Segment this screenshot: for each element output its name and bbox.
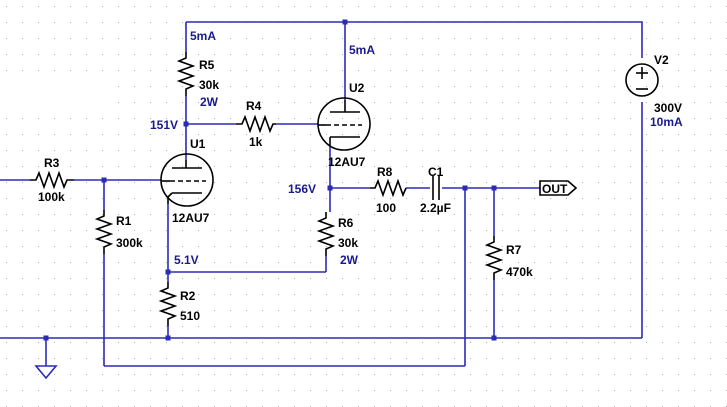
r1-name: R1 bbox=[116, 214, 132, 228]
r1-value: 300k bbox=[116, 236, 143, 250]
resistor-r4 bbox=[236, 114, 276, 134]
triode-u1 bbox=[160, 153, 214, 207]
resistor-r5 bbox=[176, 52, 196, 96]
cathode-voltage-annotation: 5.1V bbox=[174, 253, 199, 267]
junction-nodes bbox=[43, 19, 497, 341]
resistor-r6 bbox=[316, 212, 336, 256]
blank-label-area bbox=[0, 84, 112, 108]
r3-value: 100k bbox=[38, 190, 65, 204]
r7-name: R7 bbox=[506, 243, 522, 257]
r2-name: R2 bbox=[180, 289, 196, 303]
r5-name: R5 bbox=[199, 58, 215, 72]
r5-value: 30k bbox=[199, 78, 219, 92]
c1-name: C1 bbox=[428, 165, 444, 179]
v2-name: V2 bbox=[654, 53, 669, 67]
triode-u2 bbox=[317, 97, 371, 151]
v2-current: 10mA bbox=[650, 115, 683, 129]
resistor-r1 bbox=[94, 210, 114, 254]
u1-model: 12AU7 bbox=[172, 211, 210, 225]
r4-name: R4 bbox=[246, 99, 262, 113]
r6-value: 30k bbox=[338, 236, 358, 250]
output-port-label: OUT bbox=[542, 182, 568, 196]
output-port: OUT bbox=[539, 180, 578, 196]
r4-value: 1k bbox=[249, 135, 263, 149]
grid-dots bbox=[6, 6, 727, 407]
r8-value: 100 bbox=[376, 201, 396, 215]
voltage-source-v2 bbox=[625, 63, 659, 97]
r2-value: 510 bbox=[180, 309, 200, 323]
r5-current-annotation: 5mA bbox=[190, 29, 216, 43]
ground-symbol bbox=[34, 365, 58, 380]
c1-value: 2.2µF bbox=[420, 201, 451, 215]
resistor-r3 bbox=[30, 170, 74, 190]
u2-name: U2 bbox=[349, 81, 365, 95]
u1-name: U1 bbox=[190, 137, 206, 151]
u2-cathode-voltage-annotation: 156V bbox=[288, 182, 316, 196]
resistor-r2 bbox=[158, 282, 178, 326]
r7-value: 470k bbox=[506, 265, 533, 279]
resistor-r8 bbox=[370, 178, 407, 198]
capacitor-c1 bbox=[432, 176, 440, 200]
v2-voltage: 300V bbox=[654, 101, 682, 115]
r6-name: R6 bbox=[338, 216, 354, 230]
resistor-r7 bbox=[484, 236, 504, 280]
r8-name: R8 bbox=[377, 165, 393, 179]
u2-current-annotation: 5mA bbox=[349, 43, 375, 57]
r6-power: 2W bbox=[340, 253, 359, 267]
r3-name: R3 bbox=[44, 156, 60, 170]
u2-model: 12AU7 bbox=[328, 155, 366, 169]
wires bbox=[0, 21, 643, 367]
r5-power: 2W bbox=[200, 95, 219, 109]
u1-plate-voltage-annotation: 151V bbox=[150, 118, 178, 132]
